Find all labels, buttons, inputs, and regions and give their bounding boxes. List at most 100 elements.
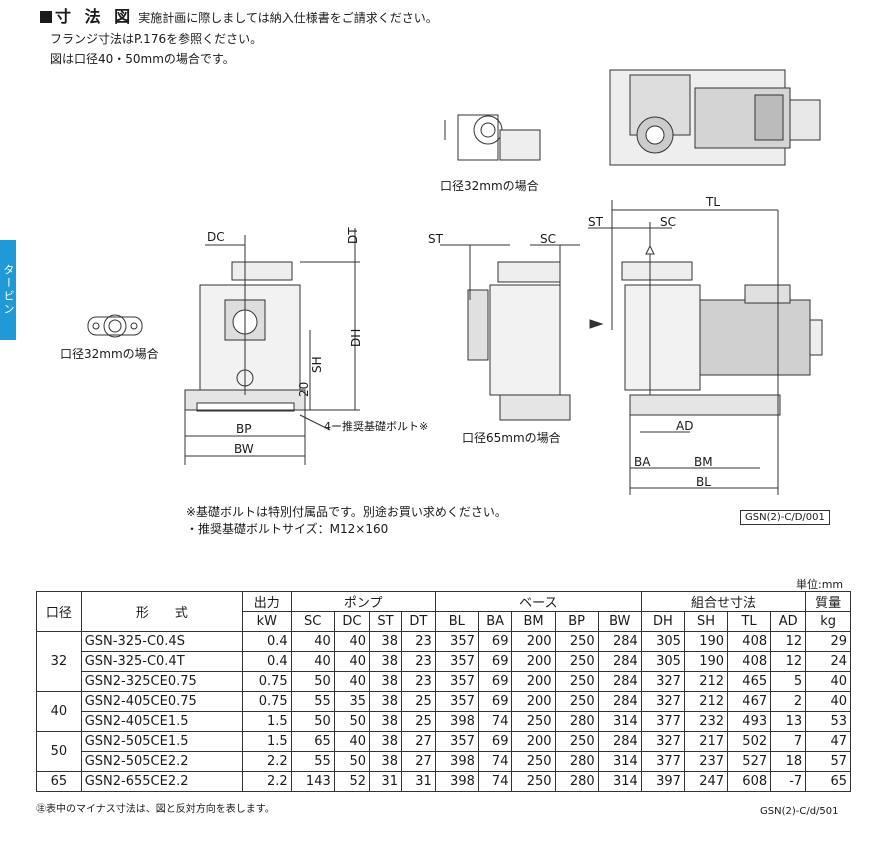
th-combo: 組合せ寸法	[640, 591, 807, 612]
label-sc-right: SC	[660, 215, 676, 229]
header-lead: 実施計画に際しましては納入仕様書をご請求ください。	[138, 11, 438, 25]
label-st-mid: ST	[428, 232, 444, 246]
section-title: 寸 法 図	[55, 7, 135, 26]
cell-value: 250	[554, 691, 599, 712]
cell-value: 31	[369, 771, 402, 792]
cell-value: 250	[554, 651, 599, 672]
th-ad: AD	[770, 611, 807, 632]
unit-label: 単位:mm	[796, 578, 844, 591]
th-kg: kg	[805, 611, 851, 632]
th-dh: DH	[640, 611, 685, 632]
cell-bore: 40	[36, 691, 82, 732]
cell-value: 52	[333, 771, 371, 792]
cell-value: 7	[770, 731, 807, 752]
cell-value: 357	[434, 671, 479, 692]
label-20: 20	[297, 382, 311, 397]
cell-value: 377	[640, 751, 685, 772]
cell-value: 40	[290, 631, 335, 652]
cell-value: 69	[477, 691, 513, 712]
cell-value: 527	[727, 751, 772, 772]
cell-value: 247	[683, 771, 729, 792]
cell-value: 40	[805, 671, 851, 692]
cell-value: 465	[727, 671, 772, 692]
top-view-drawing	[609, 69, 821, 166]
cell-value: 200	[511, 631, 556, 652]
th-model: 形 式	[80, 591, 243, 632]
cell-value: 250	[511, 751, 556, 772]
cell-value: 284	[597, 651, 642, 672]
cell-value: 27	[400, 751, 436, 772]
cell-value: 55	[290, 751, 335, 772]
th-dt: DT	[400, 611, 436, 632]
section-header: 寸 法 図 実施計画に際しましては納入仕様書をご請求ください。	[40, 8, 438, 28]
cell-value: 40	[290, 651, 335, 672]
inset-32mm-left	[87, 314, 143, 338]
cell-value: 0.75	[241, 691, 292, 712]
cell-value: 2	[770, 691, 807, 712]
cell-model: GSN2-655CE2.2	[80, 771, 243, 792]
side-tab-turbine[interactable]: タービン	[0, 240, 16, 340]
cell-value: 237	[683, 751, 729, 772]
cell-value: 190	[683, 631, 729, 652]
label-dh: DH	[349, 329, 363, 347]
cell-value: 200	[511, 651, 556, 672]
note-bolt-size: ・推奨基礎ボルトサイズ：M12×160	[186, 522, 389, 536]
cell-value: 398	[434, 771, 479, 792]
cell-value: 0.4	[241, 631, 292, 652]
cell-value: 398	[434, 751, 479, 772]
cell-value: 50	[333, 751, 371, 772]
th-base: ベース	[434, 591, 642, 612]
label-bl: BL	[696, 475, 711, 489]
cell-value: 50	[290, 671, 335, 692]
cell-value: 38	[369, 671, 402, 692]
cell-value: -7	[770, 771, 807, 792]
th-bp: BP	[554, 611, 599, 632]
cell-value: 13	[770, 711, 807, 732]
cell-value: 74	[477, 751, 513, 772]
cell-value: 74	[477, 771, 513, 792]
cell-value: 212	[683, 671, 729, 692]
cell-value: 212	[683, 691, 729, 712]
cell-value: 5	[770, 671, 807, 692]
cell-model: GSN2-405CE1.5	[80, 711, 243, 732]
th-bw: BW	[597, 611, 642, 632]
th-bore: 口径	[36, 591, 82, 632]
cell-value: 69	[477, 671, 513, 692]
cell-value: 377	[640, 711, 685, 732]
cell-value: 40	[333, 731, 371, 752]
cell-value: 50	[290, 711, 335, 732]
cell-value: 38	[369, 691, 402, 712]
cell-value: 38	[369, 731, 402, 752]
label-sh: SH	[310, 356, 324, 373]
cell-value: 280	[554, 751, 599, 772]
cell-bore: 65	[36, 771, 82, 792]
cell-value: 250	[554, 731, 599, 752]
cell-bore: 50	[36, 731, 82, 772]
cell-value: 12	[770, 651, 807, 672]
cell-value: 327	[640, 731, 685, 752]
drawing-code: GSN(2)-C/D/001	[740, 510, 830, 525]
th-dc: DC	[333, 611, 371, 632]
cell-value: 65	[805, 771, 851, 792]
cell-model: GSN2-505CE2.2	[80, 751, 243, 772]
cell-value: 217	[683, 731, 729, 752]
cell-value: 2.2	[241, 771, 292, 792]
cell-value: 200	[511, 671, 556, 692]
cell-value: 327	[640, 691, 685, 712]
cell-model: GSN-325-C0.4T	[80, 651, 243, 672]
th-sc: SC	[290, 611, 335, 632]
cell-value: 38	[369, 751, 402, 772]
th-ba: BA	[477, 611, 513, 632]
th-kw: kW	[241, 611, 292, 632]
cell-value: 25	[400, 691, 436, 712]
side-view-motor	[588, 200, 823, 495]
label-bm: BM	[694, 455, 713, 469]
cell-value: 29	[805, 631, 851, 652]
cell-value: 1.5	[241, 731, 292, 752]
cell-value: 69	[477, 651, 513, 672]
cell-value: 0.75	[241, 671, 292, 692]
cell-value: 23	[400, 671, 436, 692]
